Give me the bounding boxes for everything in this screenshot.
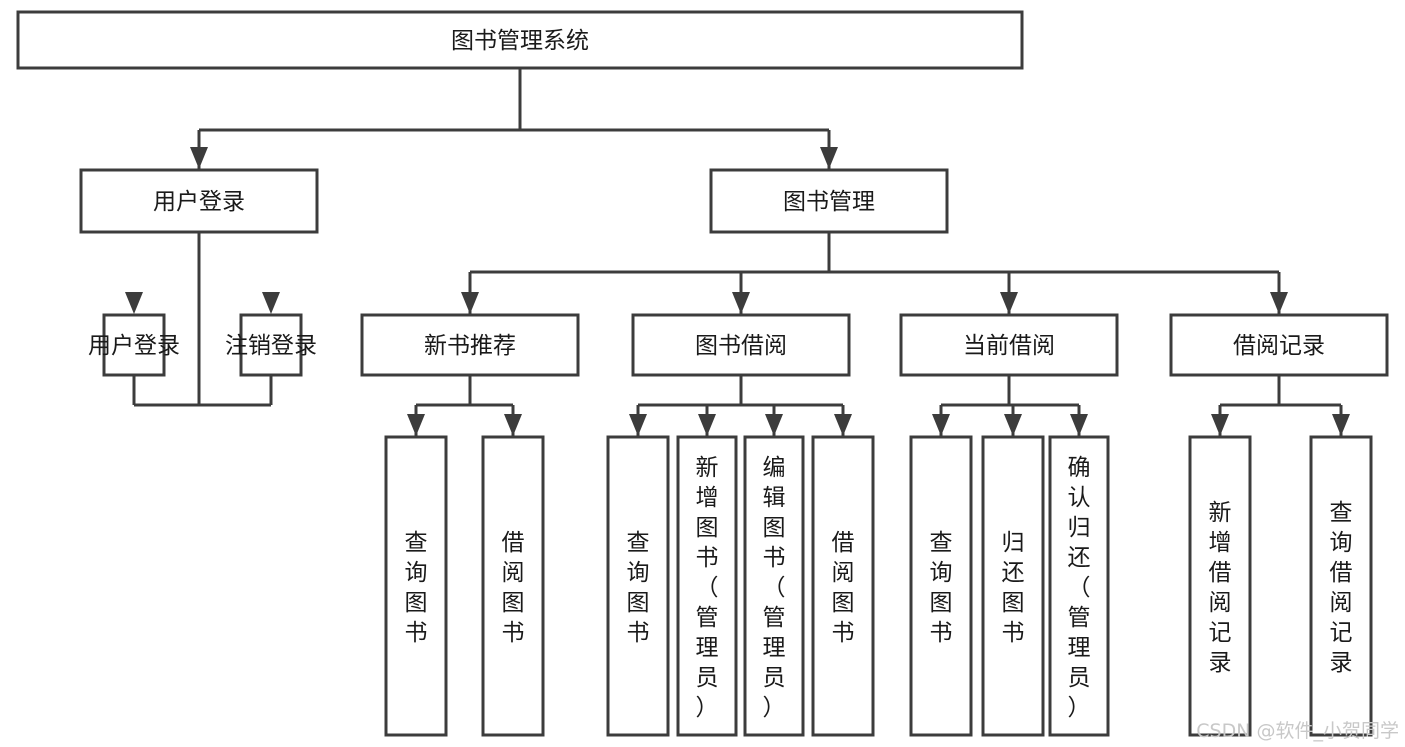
node-box[interactable] [239, 313, 303, 377]
node-box[interactable] [709, 168, 949, 234]
node-box[interactable] [606, 435, 670, 737]
arrow-head-icon [698, 414, 716, 436]
node-box[interactable] [481, 435, 545, 737]
node-label: 归还图书 [1002, 530, 1025, 646]
node-label: 借阅图书 [832, 530, 855, 646]
arrow-head-icon [1000, 292, 1018, 314]
node-book-borrow[interactable]: 图书借阅 [631, 313, 851, 377]
node-box[interactable] [811, 435, 875, 737]
arrow-head-icon [932, 414, 950, 436]
node-br-add-record[interactable]: 新增借阅记录 [1188, 435, 1252, 737]
node-label: 借阅图书 [502, 530, 525, 646]
node-label: 编辑图书（管理员） [763, 455, 786, 721]
node-box[interactable] [981, 435, 1045, 737]
node-label: 借阅记录 [1233, 333, 1325, 359]
node-bb-query-book[interactable]: 查询图书 [606, 435, 670, 737]
node-label: 用户登录 [88, 333, 180, 359]
node-label: 查询图书 [930, 530, 953, 646]
arrow-head-icon [1070, 414, 1088, 436]
arrow-head-icon [1332, 414, 1350, 436]
node-box[interactable] [1309, 435, 1373, 737]
arrow-head-icon [1004, 414, 1022, 436]
arrow-head-icon [461, 292, 479, 314]
arrow-head-icon [834, 414, 852, 436]
node-box[interactable] [360, 313, 580, 377]
node-bb-add-book[interactable]: 新增图书（管理员） [676, 435, 738, 737]
arrow-head-icon [125, 292, 143, 314]
arrow-head-icon [504, 414, 522, 436]
node-box[interactable] [16, 10, 1024, 70]
arrow-head-icon [629, 414, 647, 436]
node-user-login[interactable]: 用户登录 [79, 168, 319, 234]
node-borrow-record[interactable]: 借阅记录 [1169, 313, 1389, 377]
node-cb-confirm-return[interactable]: 确认归还（管理员） [1048, 435, 1110, 737]
node-label: 注销登录 [225, 333, 317, 359]
node-label: 查询图书 [405, 530, 428, 646]
node-box[interactable] [1188, 435, 1252, 737]
node-box[interactable] [631, 313, 851, 377]
node-root[interactable]: 图书管理系统 [16, 10, 1024, 70]
node-box[interactable] [909, 435, 973, 737]
node-new-book-recommend[interactable]: 新书推荐 [360, 313, 580, 377]
node-box[interactable] [743, 435, 805, 737]
arrow-head-icon [732, 292, 750, 314]
node-label: 确认归还（管理员） [1068, 455, 1091, 721]
node-label: 新增图书（管理员） [696, 455, 719, 721]
node-box[interactable] [384, 435, 448, 737]
node-nbr-borrow-book[interactable]: 借阅图书 [481, 435, 545, 737]
node-label: 用户登录 [153, 189, 245, 215]
node-nbr-query-book[interactable]: 查询图书 [384, 435, 448, 737]
arrow-head-icon [1211, 414, 1229, 436]
connectors-layer [125, 68, 1350, 436]
node-cb-return-book[interactable]: 归还图书 [981, 435, 1045, 737]
node-label: 图书借阅 [695, 333, 787, 359]
arrow-head-icon [190, 147, 208, 169]
node-box[interactable] [1169, 313, 1389, 377]
node-label: 图书管理 [783, 189, 875, 215]
node-book-manage[interactable]: 图书管理 [709, 168, 949, 234]
nodes-layer: 图书管理系统用户登录用户登录注销登录图书管理新书推荐查询图书借阅图书图书借阅查询… [16, 10, 1389, 737]
node-label: 新书推荐 [424, 333, 516, 359]
watermark-text: CSDN @软件_小贺同学 [1196, 720, 1399, 742]
node-box[interactable] [1048, 435, 1110, 737]
node-label: 新增借阅记录 [1209, 500, 1232, 676]
arrow-head-icon [407, 414, 425, 436]
node-current-borrow[interactable]: 当前借阅 [899, 313, 1119, 377]
node-box[interactable] [79, 168, 319, 234]
node-label: 当前借阅 [963, 333, 1055, 359]
node-box[interactable] [102, 313, 166, 377]
arrow-head-icon [262, 292, 280, 314]
node-bb-borrow-book[interactable]: 借阅图书 [811, 435, 875, 737]
node-user-login-login[interactable]: 用户登录 [88, 313, 180, 377]
node-user-login-logout[interactable]: 注销登录 [225, 313, 317, 377]
node-bb-edit-book[interactable]: 编辑图书（管理员） [743, 435, 805, 737]
arrow-head-icon [765, 414, 783, 436]
node-box[interactable] [676, 435, 738, 737]
arrow-head-icon [820, 147, 838, 169]
node-label: 查询图书 [627, 530, 650, 646]
node-br-query-record[interactable]: 查询借阅记录 [1309, 435, 1373, 737]
node-cb-query-book[interactable]: 查询图书 [909, 435, 973, 737]
node-label: 图书管理系统 [451, 28, 589, 54]
arrow-head-icon [1270, 292, 1288, 314]
node-box[interactable] [899, 313, 1119, 377]
node-label: 查询借阅记录 [1330, 500, 1353, 676]
